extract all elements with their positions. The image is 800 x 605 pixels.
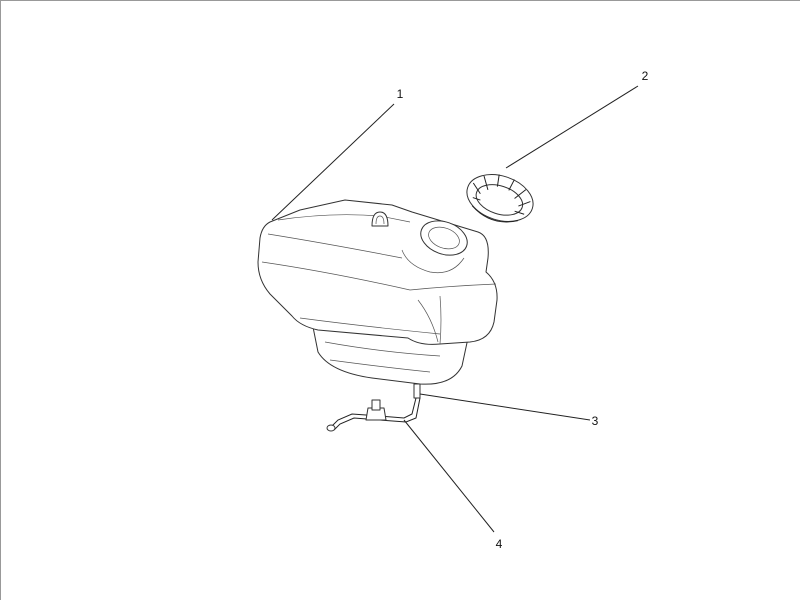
hose-outlet-stub [413,383,421,399]
leader-line-2 [505,85,639,169]
leader-line-1 [271,103,395,221]
hose-part [326,383,421,432]
leader-line-4 [403,419,495,533]
leader-line-3 [419,393,591,421]
callout-2: 2 [642,69,649,83]
tank-part [257,199,498,385]
cap-part [466,174,534,223]
tank-top-loop [371,211,389,227]
callout-1: 1 [397,87,404,101]
cap-inner-ring [475,184,524,216]
callout-3: 3 [592,414,599,428]
tank-filler-neck [420,220,468,256]
callout-4: 4 [496,537,503,551]
